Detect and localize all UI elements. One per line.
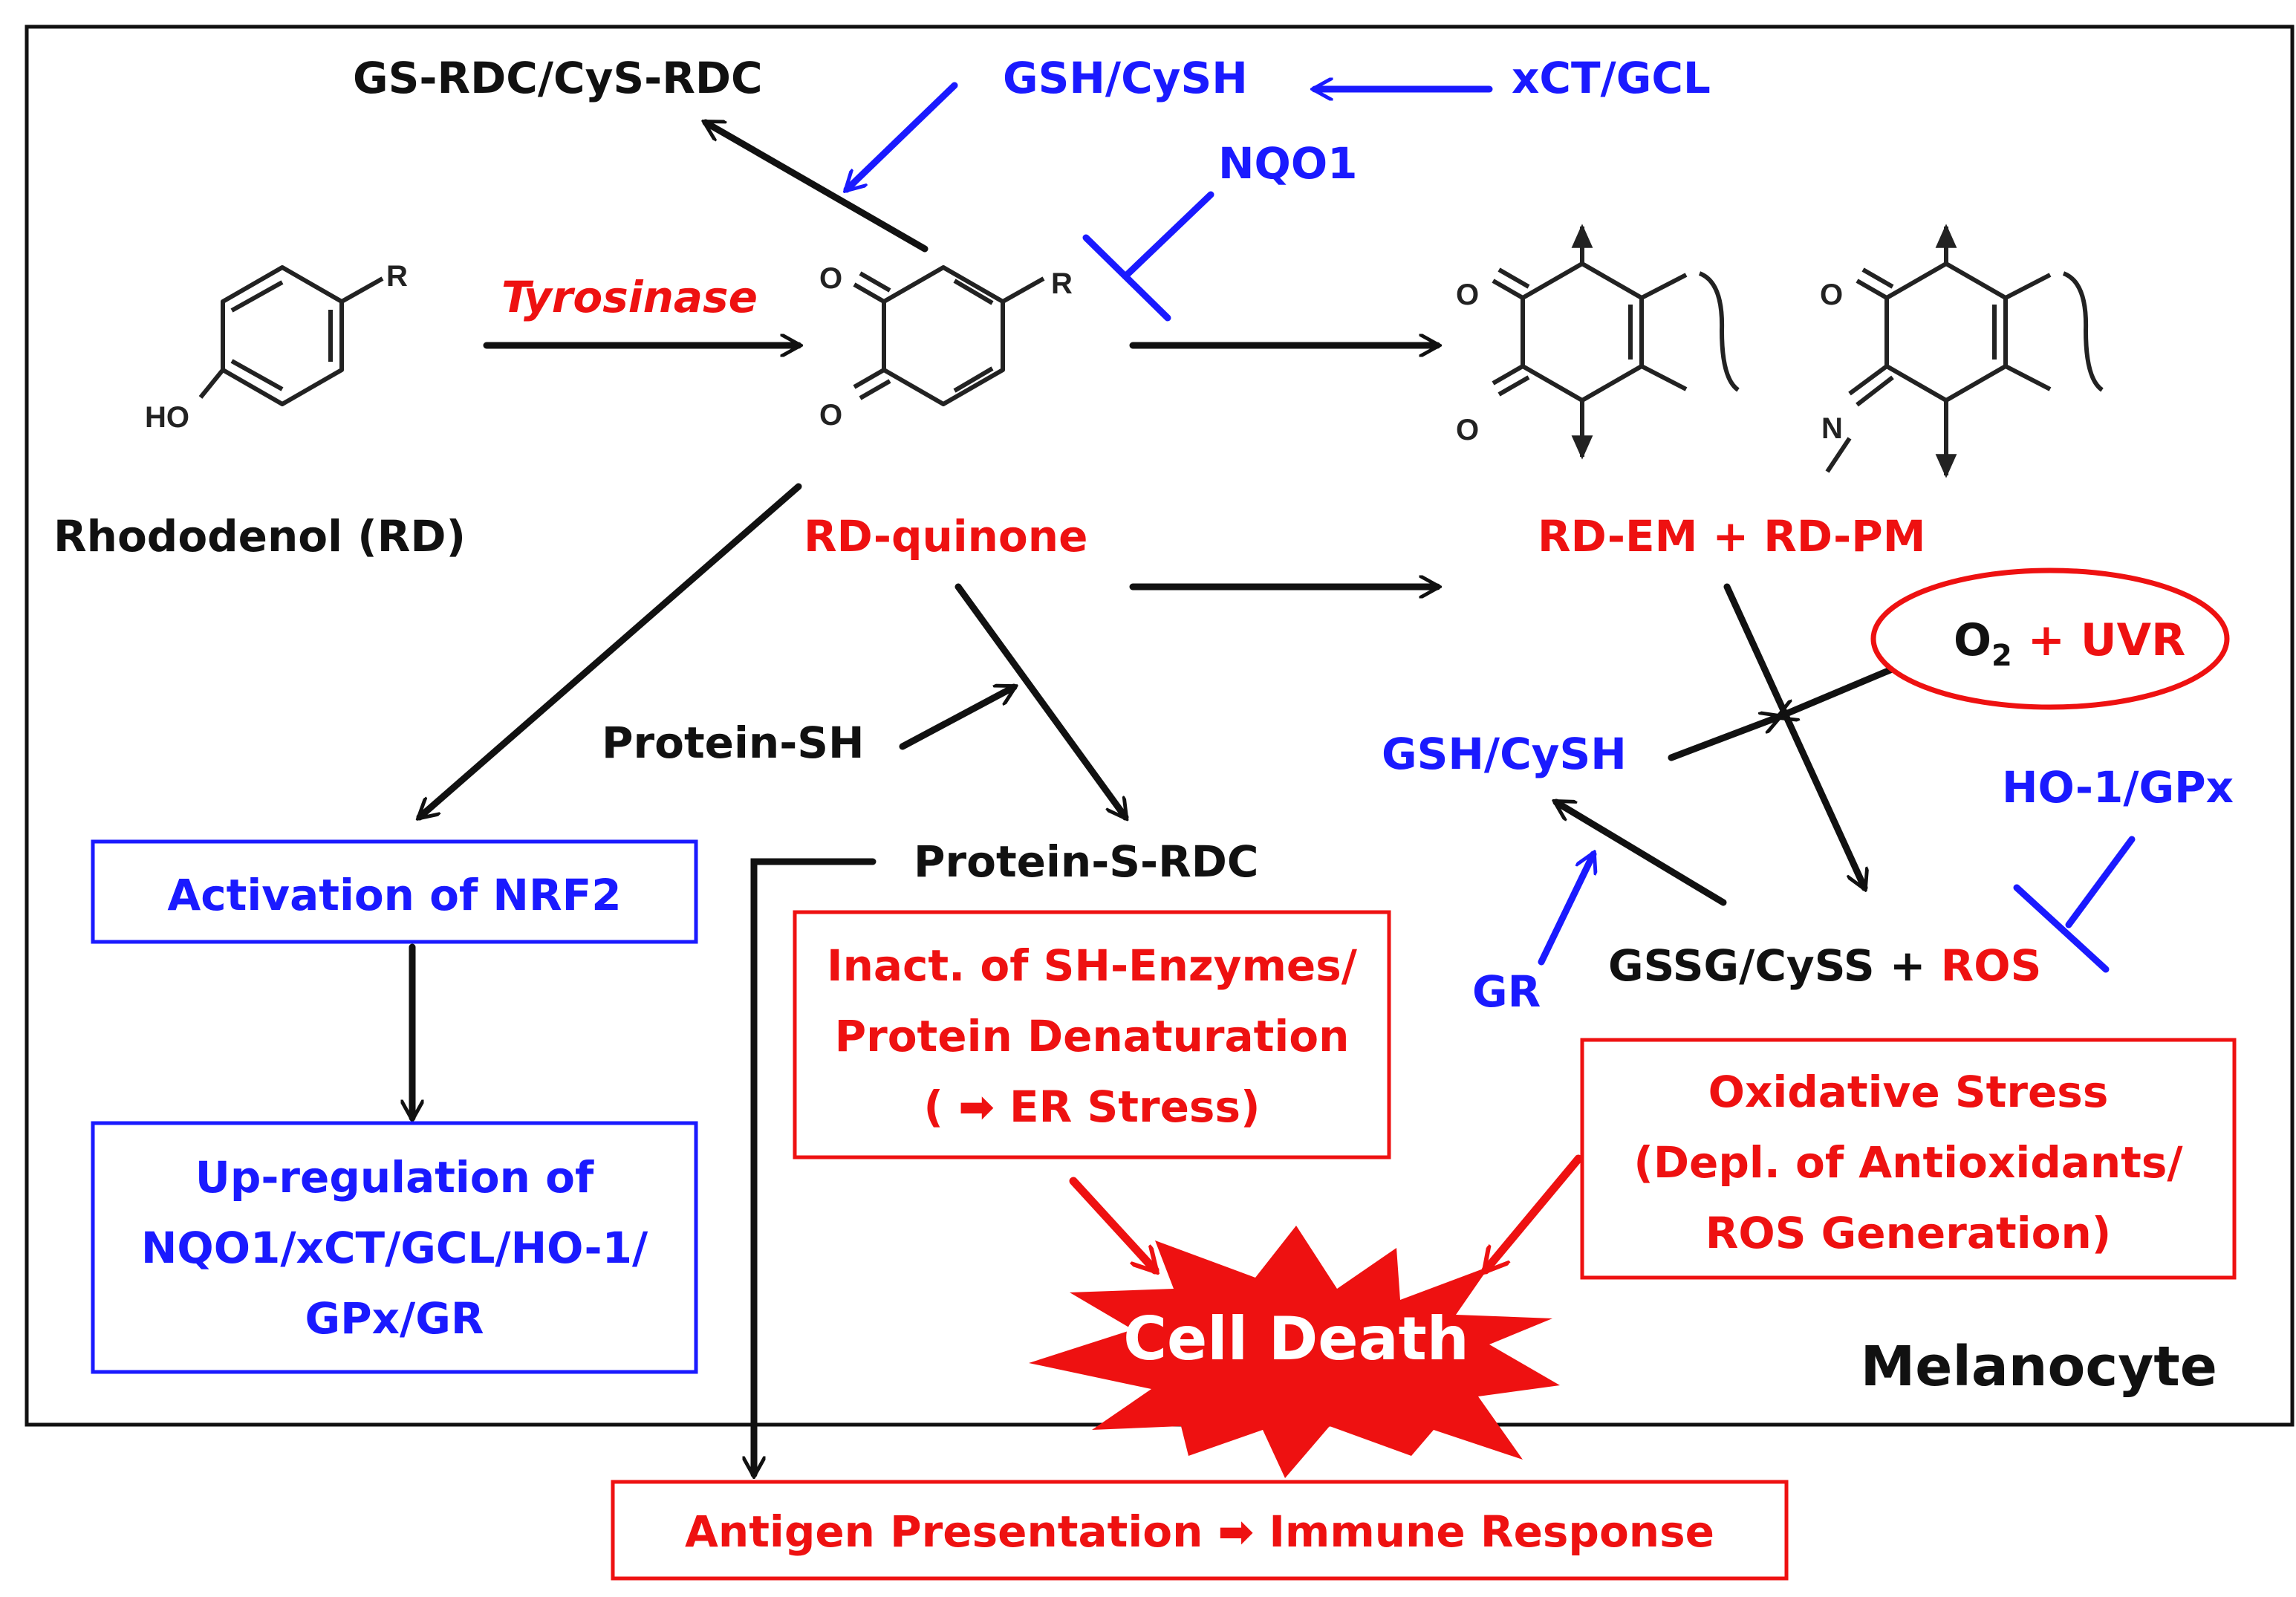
quinone-o-atom-1: O xyxy=(819,262,842,295)
arrow-protein-sh xyxy=(899,683,1014,750)
rhododenol-structure xyxy=(198,265,384,406)
gr-label: GR xyxy=(1472,966,1541,1017)
rd-quinone-structure xyxy=(853,265,1045,406)
inactivation-box xyxy=(793,910,1391,1159)
upregulation-box xyxy=(91,1121,698,1374)
em-o-atom-1: O xyxy=(1456,279,1479,311)
oxidative-stress-line-3: ROS Generation) xyxy=(1705,1208,2112,1258)
inhibit-nqo1-line xyxy=(1122,191,1214,280)
o2-uvr-label: O2 + UVR xyxy=(1954,614,2185,673)
black-arrows xyxy=(412,119,1924,1474)
upregulation-line-2: NQO1/xCT/GCL/HO-1/ xyxy=(141,1223,648,1273)
tyrosinase-label: Tyrosinase xyxy=(501,272,758,322)
antigen-box xyxy=(611,1480,1789,1581)
inactivation-line-1: Inact. of SH-Enzymes/ xyxy=(827,940,1358,991)
antigen-label: Antigen Presentation ➡ Immune Response xyxy=(685,1506,1714,1557)
oxidative-stress-line-1: Oxidative Stress xyxy=(1708,1067,2109,1117)
inactivation-line-2: Protein Denaturation xyxy=(835,1011,1350,1061)
uvr-text: + UVR xyxy=(2012,614,2185,666)
arrow-gssg-to-gsh xyxy=(1556,798,1727,906)
gsh-cysh-right-label: GSH/CySH xyxy=(1382,729,1627,779)
pm-n-atom: N xyxy=(1821,412,1843,445)
o2-text: O xyxy=(1954,614,1991,666)
nrf2-text: Activation of NRF2 xyxy=(167,870,621,920)
oxidative-stress-box xyxy=(1580,1038,2237,1280)
arrow-gsh-to-reaction xyxy=(1668,717,1779,761)
arrow-quinone-to-nrf2 xyxy=(420,483,802,817)
arrow-inact-to-death xyxy=(1069,1177,1155,1270)
arrow-oxstress-to-death xyxy=(1486,1154,1583,1270)
rd-quinone-label: RD-quinone xyxy=(804,511,1087,562)
rhododenol-r-atom: R xyxy=(386,260,408,293)
ho1-gpx-label: HO-1/GPx xyxy=(2002,762,2234,813)
inactivation-line-3: ( ➡ ER Stress) xyxy=(924,1082,1261,1132)
protein-s-rdc-label: Protein-S-RDC xyxy=(914,836,1258,887)
cell-death-starburst xyxy=(1029,1226,1560,1478)
nqo1-label: NQO1 xyxy=(1218,138,1358,189)
melanocyte-label: Melanocyte xyxy=(1861,1335,2217,1399)
em-o-atom-2: O xyxy=(1456,414,1479,446)
gsh-cysh-top-label: GSH/CySH xyxy=(1003,53,1248,103)
o2-subscript: 2 xyxy=(1991,639,2012,673)
protein-sh-label: Protein-SH xyxy=(602,718,865,768)
inhibit-nqo1-bar xyxy=(1082,234,1171,322)
rhododenol-ho-atom: HO xyxy=(145,401,189,434)
cell-death-label: Cell Death xyxy=(1123,1304,1469,1373)
arrow-protein-s-rdc-to-antigen xyxy=(754,858,877,1474)
rd-em-pm-label: RD-EM + RD-PM xyxy=(1538,511,1925,562)
arrow-quinone-to-gs-rdc xyxy=(706,119,929,253)
quinone-o-atom-2: O xyxy=(819,399,842,432)
rhododenol-label: Rhododenol (RD) xyxy=(53,511,466,562)
pm-o-atom: O xyxy=(1820,279,1843,311)
gssg-text: GSSG/CySS + xyxy=(1608,940,1941,991)
arrow-gr-to-gsh xyxy=(1538,854,1593,966)
rd-pm-structure xyxy=(1825,224,2104,478)
nrf2-box xyxy=(91,839,698,944)
arrow-quinone-to-protein-s-rdc xyxy=(955,583,1125,817)
arrow-melanin-to-gssg xyxy=(1723,583,1864,888)
oxidative-stress-line-2: (Depl. of Antioxidants/ xyxy=(1633,1137,2183,1188)
gssg-ros-label: GSSG/CySS + ROS xyxy=(1608,940,2041,991)
blue-arrows xyxy=(847,82,2136,973)
quinone-r-atom: R xyxy=(1051,267,1073,300)
red-arrows xyxy=(1069,1154,1583,1270)
xct-gcl-label: xCT/GCL xyxy=(1512,53,1711,103)
inhibit-ho1-line xyxy=(2065,836,2136,928)
upregulation-line-1: Up-regulation of xyxy=(195,1152,594,1203)
arrow-gsh-to-quinone xyxy=(847,82,958,189)
ros-text: ROS xyxy=(1941,940,2042,991)
rd-em-structure xyxy=(1492,224,1740,460)
upregulation-line-3: GPx/GR xyxy=(305,1293,484,1344)
inhibit-ho1-bar xyxy=(2013,884,2110,973)
gs-rdc-label: GS-RDC/CyS-RDC xyxy=(353,53,763,103)
o2-uvr-ellipse xyxy=(1870,567,2230,710)
